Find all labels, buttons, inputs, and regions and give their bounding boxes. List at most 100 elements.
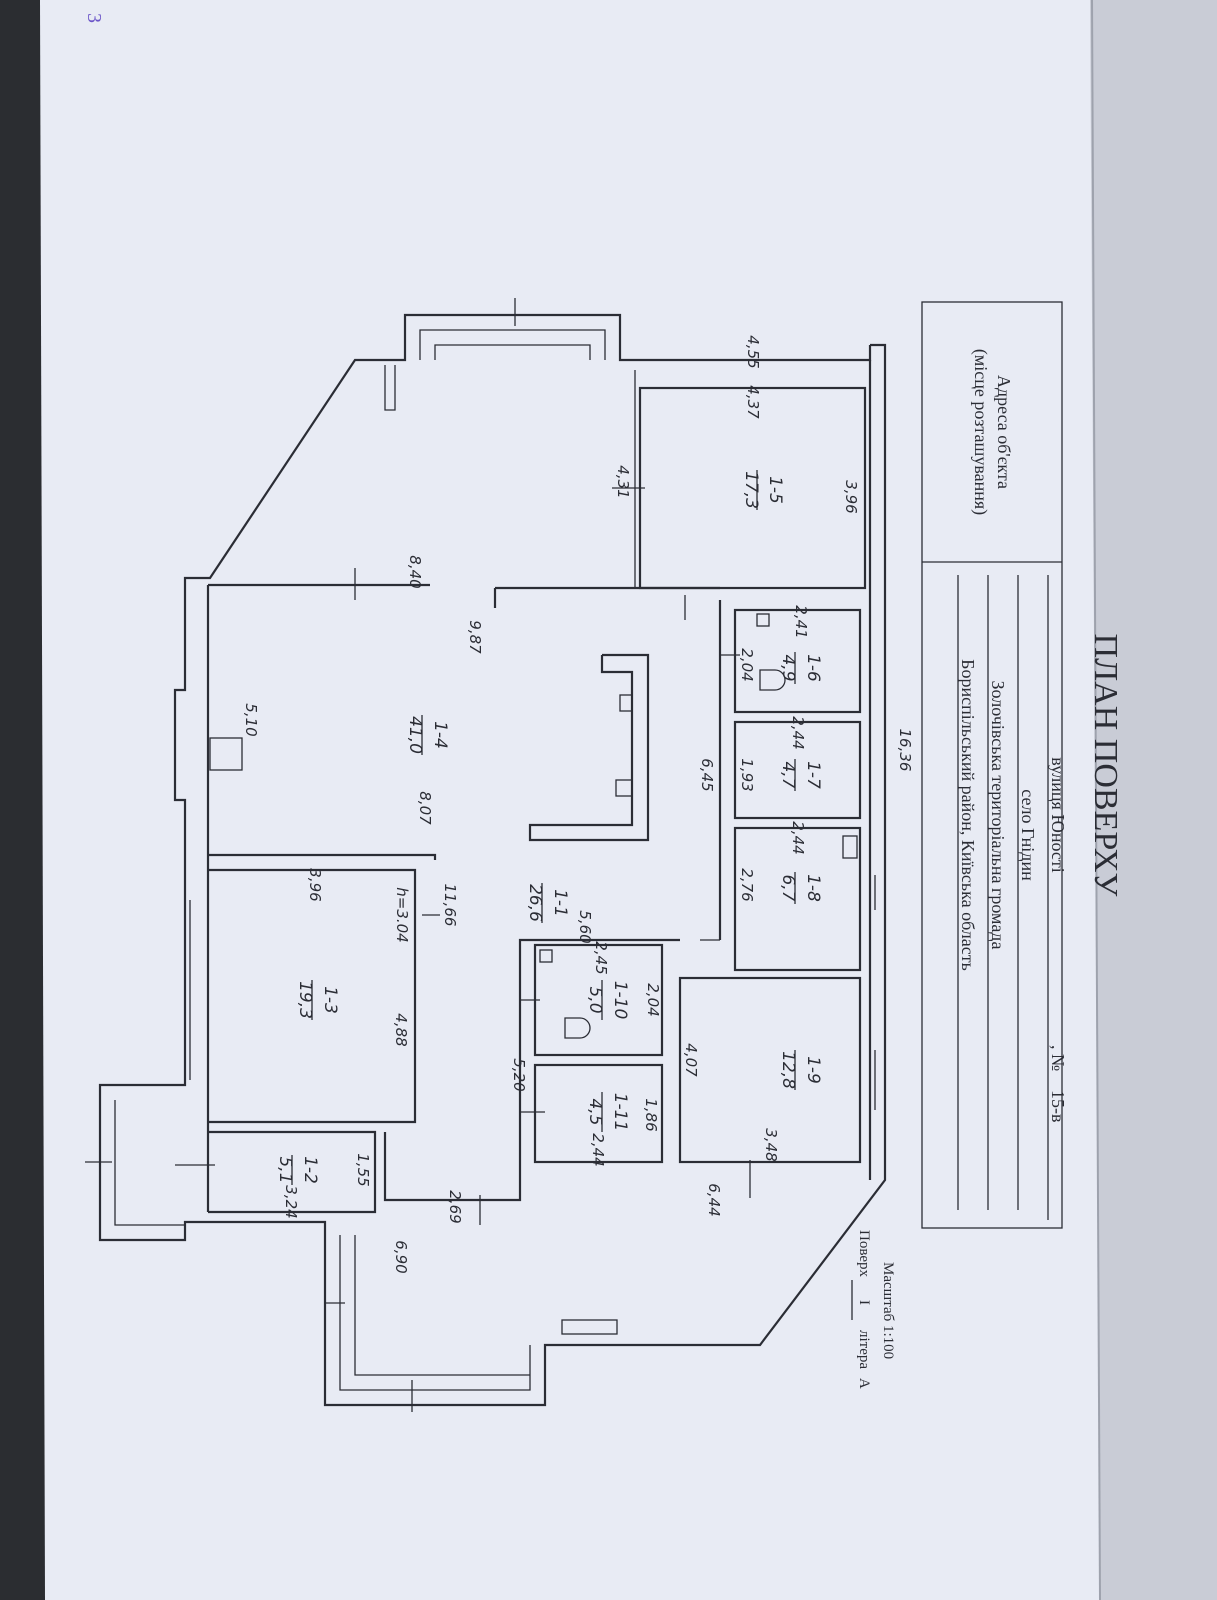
dimension-label: 1,86 (642, 1098, 660, 1131)
room-label-text: 5,1 (275, 1156, 295, 1183)
plan-line (114, 1100, 185, 1226)
address-village: село Гнідин (1018, 789, 1038, 881)
dimension-label: 6,45 (698, 758, 716, 791)
paper-fold (1090, 0, 1217, 1600)
address-community: Золочівська територіальна громада (988, 681, 1008, 950)
room-label-text: 1-4 (430, 721, 450, 749)
dimension-label: 8,07 (416, 791, 434, 825)
dimension-label: 8,40 (406, 555, 424, 588)
plan-line (383, 938, 680, 1202)
dimension-label: 2,04 (738, 648, 756, 681)
plan-line (354, 1235, 530, 1376)
plan-line (539, 949, 553, 963)
plan-line (1091, 0, 1101, 1600)
floor-label: Поверх (856, 1230, 872, 1277)
plan-line (756, 613, 770, 627)
dimension-label: 1,55 (354, 1153, 372, 1186)
room-label-text: 4,5 (585, 1098, 605, 1125)
address-district: Бориспільський район, Київська область (958, 659, 978, 971)
dimension-label: 4,55 (744, 335, 762, 368)
room-label-text: 41,0 (405, 716, 425, 754)
room-label-text: 19,3 (295, 981, 315, 1019)
plan-line (528, 653, 650, 842)
room-1-4: 1-441,0 (405, 715, 450, 755)
plan-line (209, 737, 243, 771)
plan-line (678, 976, 862, 1164)
letter-value: А (856, 1378, 872, 1389)
address-block: Адреса об'єкта (місце розташування) вули… (921, 301, 1068, 1229)
dimension-label: 2,41 (792, 605, 810, 638)
room-label-text: 1-9 (803, 1056, 823, 1084)
dimension-label: 9,87 (466, 620, 484, 654)
dimension-label: 16,36 (896, 729, 914, 772)
dimension-label: 3,48 (762, 1128, 780, 1161)
dimension-label: 2,44 (789, 821, 807, 854)
dimension-label: 2,76 (738, 868, 756, 901)
plan-line (208, 853, 437, 860)
room-labels: 1-517,3 1-64,9 1-74,7 1-86,7 1-912,8 1-1… (275, 470, 823, 1185)
plan-line (208, 1130, 377, 1214)
address-number-prefix: , № (1048, 1045, 1068, 1071)
dimension-label: 3,96 (306, 868, 324, 901)
page-number-mark: 3 (83, 13, 105, 23)
dimension-label: h=3.04 (393, 887, 411, 942)
dimension-label: 11,66 (441, 884, 459, 927)
dimension-label: 2,45 (592, 941, 610, 974)
address-number: 15-в (1048, 1090, 1068, 1123)
plan-line (921, 301, 1063, 1229)
room-label-text: 1-5 (765, 476, 785, 504)
room-label-text: 1-11 (610, 1093, 630, 1132)
plan-line (842, 835, 858, 859)
room-1-10: 1-105,0 (585, 980, 630, 1020)
dimension-label: 5,60 (576, 910, 594, 943)
room-1-11: 1-114,5 (585, 1092, 630, 1132)
plan-line (419, 329, 606, 360)
room-label-text: 1-10 (610, 981, 630, 1020)
room-1-5: 1-517,3 (741, 470, 785, 510)
plan-line (733, 720, 862, 820)
dimension-label: 3,24 (282, 1185, 300, 1218)
dimension-label: 4,37 (744, 385, 762, 419)
room-1-9: 1-912,8 (778, 1050, 823, 1090)
plan-line (533, 1063, 664, 1164)
dimension-label: 4,88 (392, 1013, 410, 1046)
room-label-text: 1-3 (320, 986, 340, 1014)
plan-line (733, 608, 862, 714)
room-1-2: 1-25,1 (275, 1155, 320, 1185)
room-label-text: 4,7 (778, 761, 798, 788)
plan-line (434, 344, 591, 360)
address-street: вулиця Юності (1048, 757, 1068, 873)
room-label-text: 26,6 (525, 884, 545, 922)
scale-label: Масштаб 1:100 (880, 1262, 896, 1359)
plan-line (615, 779, 633, 797)
dimension-label: 6,90 (392, 1240, 410, 1273)
dimension-label: 1,93 (738, 758, 756, 791)
dimension-label: 2,04 (644, 983, 662, 1016)
room-label-text: 4,9 (778, 654, 798, 681)
dimension-label: 2,69 (446, 1190, 464, 1223)
plan-line (561, 1319, 618, 1335)
room-label-text: 1-2 (300, 1156, 320, 1184)
plan-line (339, 1235, 531, 1391)
room-1-6: 1-64,9 (778, 652, 823, 684)
floor-value: I (856, 1300, 872, 1305)
room-1-8: 1-86,7 (778, 872, 823, 904)
address-label-sub: (місце розташування) (970, 349, 991, 515)
dimension-label: 4,07 (682, 1043, 700, 1077)
dimension-label: 2,44 (789, 716, 807, 749)
dimension-label: 5,10 (242, 703, 260, 736)
room-label-text: 5,0 (585, 986, 605, 1013)
letter-label: літера (856, 1330, 872, 1369)
paper-sheet (40, 0, 1100, 1600)
plan-line (208, 868, 417, 1124)
dimension-label: 6,44 (705, 1183, 723, 1216)
plan-line (564, 1017, 591, 1039)
room-label-text: 1-1 (550, 889, 570, 917)
walls (85, 298, 887, 1412)
room-label-text: 1-8 (803, 874, 823, 902)
plan-line (384, 365, 396, 411)
dimension-labels: 4,55 4,37 3,96 4,31 8,40 9,87 2,41 2,04 … (242, 335, 914, 1273)
room-label-text: 1-6 (803, 654, 823, 682)
